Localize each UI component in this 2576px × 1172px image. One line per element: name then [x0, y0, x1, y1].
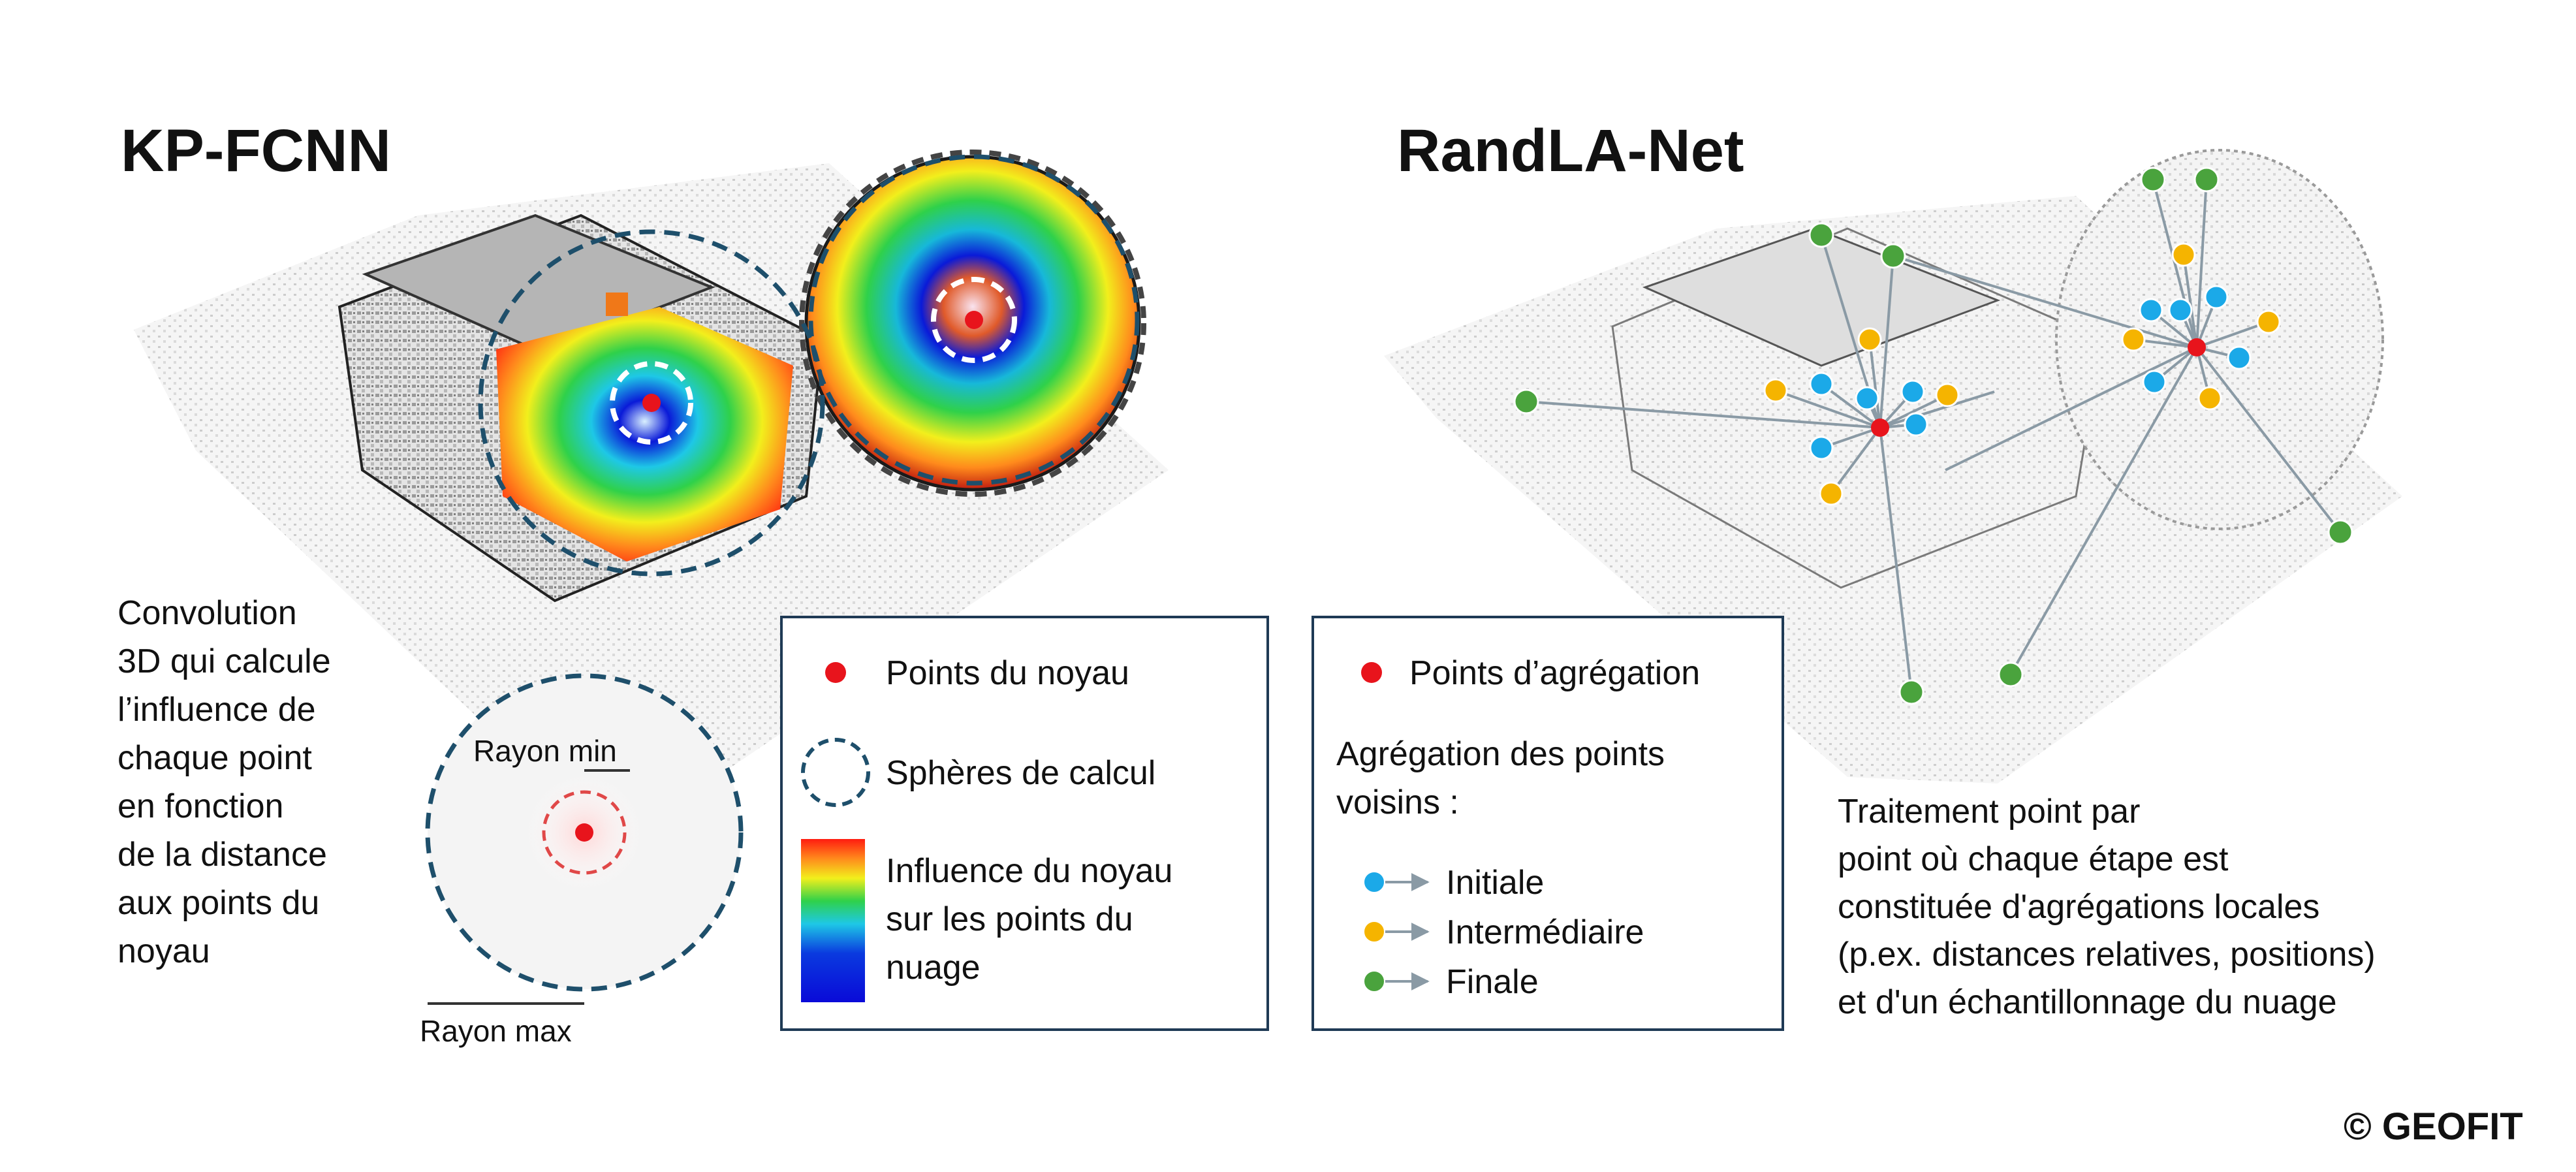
kp-fcnn-spheres [478, 154, 1140, 577]
legend-sphere-marker [801, 738, 870, 807]
kernel-point-example [575, 823, 593, 842]
legend-kernel-point-marker [825, 662, 846, 683]
tree-graph-edges [1893, 179, 2342, 675]
legend-stage-final: Finale [1363, 963, 1539, 1001]
randla-net-title: RandLA-Net [1397, 118, 1744, 184]
final-stage-marker [1363, 970, 1385, 992]
legend-aggregation-label: Points d’agrégation [1409, 654, 1700, 692]
initial-nodes [1809, 285, 2252, 460]
legend-stage-intermediate: Intermédiaire [1363, 913, 1644, 951]
kernel-point-house [642, 394, 661, 412]
initial-stage-marker [1363, 871, 1385, 893]
kp-fcnn-legend: Points du noyau Sphères de calcul Influe… [780, 616, 1269, 1031]
rayon-max-label: Rayon max [420, 1014, 572, 1048]
rayon-min-label: Rayon min [473, 734, 617, 768]
intermediate-stage-marker [1363, 921, 1385, 943]
kernel-ring-tree [931, 277, 1017, 363]
legend-influence-gradient [801, 839, 865, 1002]
legend-stage-final-label: Finale [1446, 963, 1539, 1001]
randla-point-cloud [1384, 149, 2402, 784]
legend-box-right [1312, 616, 1784, 1031]
house-roof-right [1642, 227, 2001, 367]
radius-illustration: Rayon min Rayon max [420, 673, 744, 1048]
calc-sphere-tree [808, 154, 1140, 486]
randla-description: Traitement point par point où chaque éta… [1838, 793, 2385, 1021]
legend-aggregation-marker [1361, 662, 1382, 683]
legend-stage-initial-label: Initiale [1446, 864, 1544, 902]
aggregation-point-tree [2188, 338, 2206, 356]
calc-sphere-house [478, 229, 825, 577]
legend-stage-intermediate-label: Intermédiaire [1446, 913, 1644, 951]
kp-fcnn-title: KP-FCNN [121, 118, 391, 184]
chimney [606, 293, 628, 316]
house-heatmap [496, 307, 793, 562]
legend-influence-label: Influence du noyau sur les points du nua… [886, 852, 1182, 987]
final-nodes [1513, 166, 2353, 705]
aggregation-point-house [1871, 419, 1889, 437]
legend-spheres-label: Sphères de calcul [886, 754, 1155, 792]
intermediate-nodes [1763, 242, 2281, 506]
tree-canopy-outline [799, 150, 1146, 497]
rayon-min-circle [542, 790, 627, 875]
randla-graph [1513, 166, 2353, 705]
legend-stage-initial: Initiale [1363, 864, 1544, 902]
kernel-point-tree [965, 311, 983, 329]
copyright-label: © GEOFIT [2344, 1105, 2523, 1148]
kernel-ring-house [610, 361, 693, 445]
legend-kernel-points-label: Points du noyau [886, 654, 1129, 692]
randla-legend: Points d’agrégation Agrégation des point… [1312, 616, 1784, 1031]
legend-neighbors-heading: Agrégation des points voisins : [1336, 735, 1674, 821]
kp-fcnn-description: Convolution 3D qui calcule l’influence d… [118, 594, 340, 970]
